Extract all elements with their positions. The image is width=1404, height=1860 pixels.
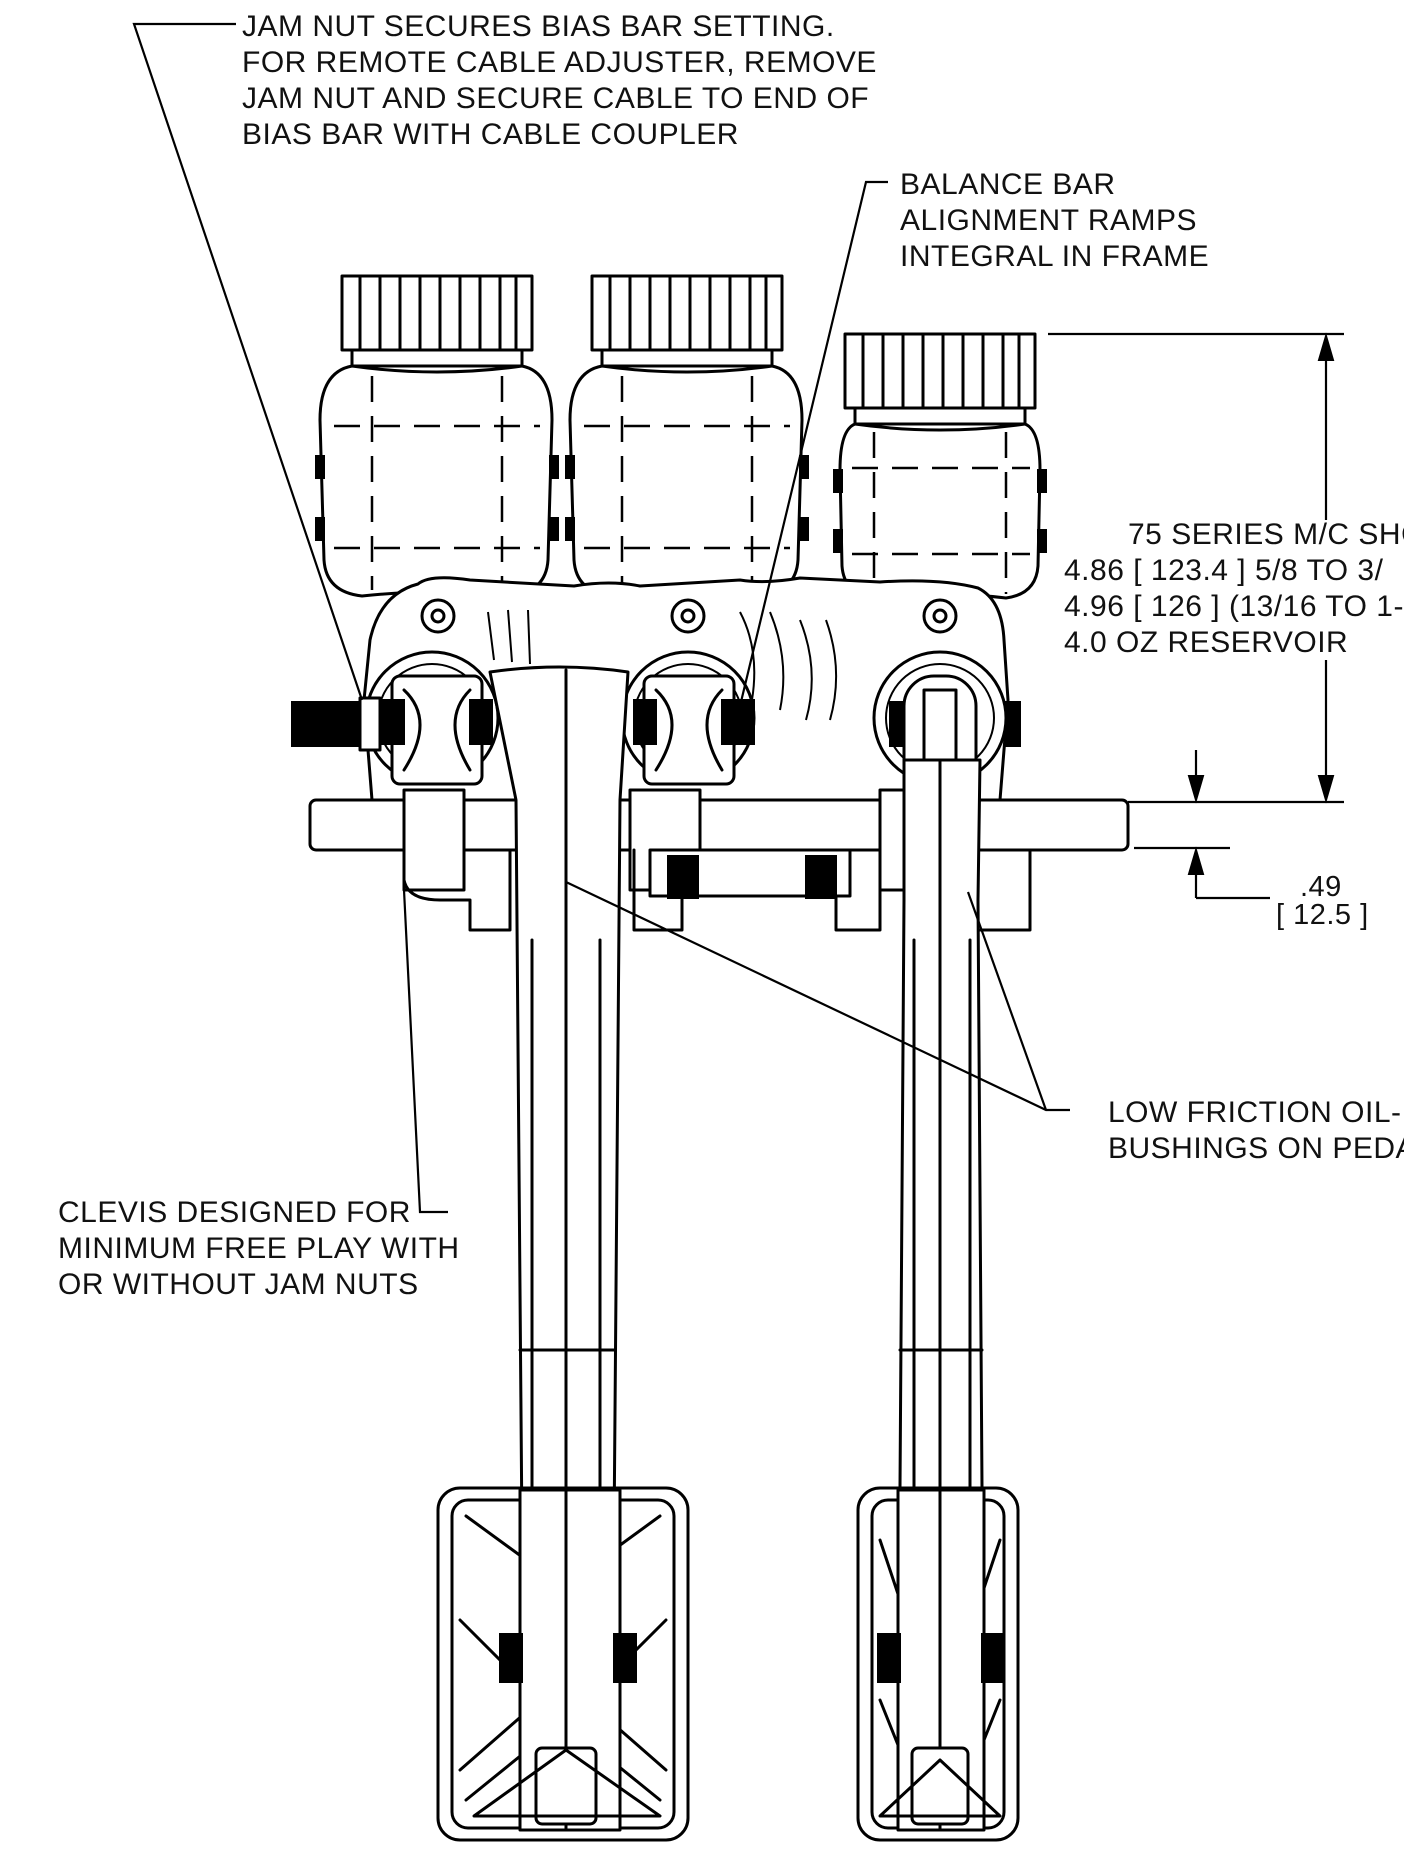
leader-lines (132, 22, 1070, 1214)
offset-value-mm: [ 12.5 ] (1276, 899, 1369, 931)
callout-mc-line-3: 4.96 [ 126 ] (13/16 TO 1- (1064, 590, 1404, 623)
callout-master-cylinder: 75 SERIES M/C SHOW 4.86 [ 123.4 ] 5/8 TO… (1064, 518, 1404, 659)
callout-clevis-line-1: CLEVIS DESIGNED FOR (58, 1196, 411, 1229)
callout-bushings-line-2: BUSHINGS ON PEDAL (1108, 1132, 1404, 1165)
callout-jam-nut: JAM NUT SECURES BIAS BAR SETTING. FOR RE… (242, 10, 877, 151)
callout-jam-nut-line-4: BIAS BAR WITH CABLE COUPLER (242, 118, 739, 151)
callout-mc-line-4: 4.0 OZ RESERVOIR (1064, 626, 1348, 659)
pedal-pad-left (436, 1486, 690, 1842)
pedal-pad-right (856, 1486, 1020, 1842)
reservoir-cap-right (843, 332, 1037, 426)
callout-balance-bar: BALANCE BAR ALIGNMENT RAMPS INTEGRAL IN … (900, 168, 1209, 273)
callout-clevis-line-3: OR WITHOUT JAM NUTS (58, 1268, 419, 1301)
callout-jam-nut-line-2: FOR REMOTE CABLE ADJUSTER, REMOVE (242, 46, 877, 79)
callout-bushings: LOW FRICTION OIL-IMI BUSHINGS ON PEDAL (1108, 1096, 1404, 1165)
callout-balance-bar-line-2: ALIGNMENT RAMPS (900, 204, 1197, 237)
callout-clevis: CLEVIS DESIGNED FOR MINIMUM FREE PLAY WI… (58, 1196, 460, 1301)
callout-jam-nut-line-3: JAM NUT AND SECURE CABLE TO END OF (242, 82, 869, 115)
offset-dimension (1134, 750, 1270, 900)
height-dimension (1048, 332, 1344, 804)
callout-balance-bar-line-3: INTEGRAL IN FRAME (900, 240, 1209, 273)
reservoir-right (833, 422, 1047, 600)
reservoir-left (315, 364, 559, 598)
offset-value-inches: .49 (1300, 871, 1342, 903)
callout-bushings-line-1: LOW FRICTION OIL-IMI (1108, 1096, 1404, 1129)
callout-offset-dimension: .49 [ 12.5 ] (1276, 871, 1369, 931)
bias-adjuster-rod (291, 696, 382, 752)
callout-jam-nut-line-1: JAM NUT SECURES BIAS BAR SETTING. (242, 10, 835, 43)
balance-bar (308, 788, 1130, 932)
reservoir-cap-middle (590, 274, 784, 368)
callout-balance-bar-line-1: BALANCE BAR (900, 168, 1116, 201)
clevis-left (381, 674, 493, 786)
reservoir-middle (565, 364, 809, 598)
callout-mc-line-2: 4.86 [ 123.4 ] 5/8 TO 3/ (1064, 554, 1384, 587)
callout-clevis-line-2: MINIMUM FREE PLAY WITH (58, 1232, 460, 1265)
clevis-middle (633, 674, 755, 786)
callout-mc-line-1: 75 SERIES M/C SHOW (1128, 518, 1404, 551)
reservoir-cap-left (340, 274, 534, 368)
